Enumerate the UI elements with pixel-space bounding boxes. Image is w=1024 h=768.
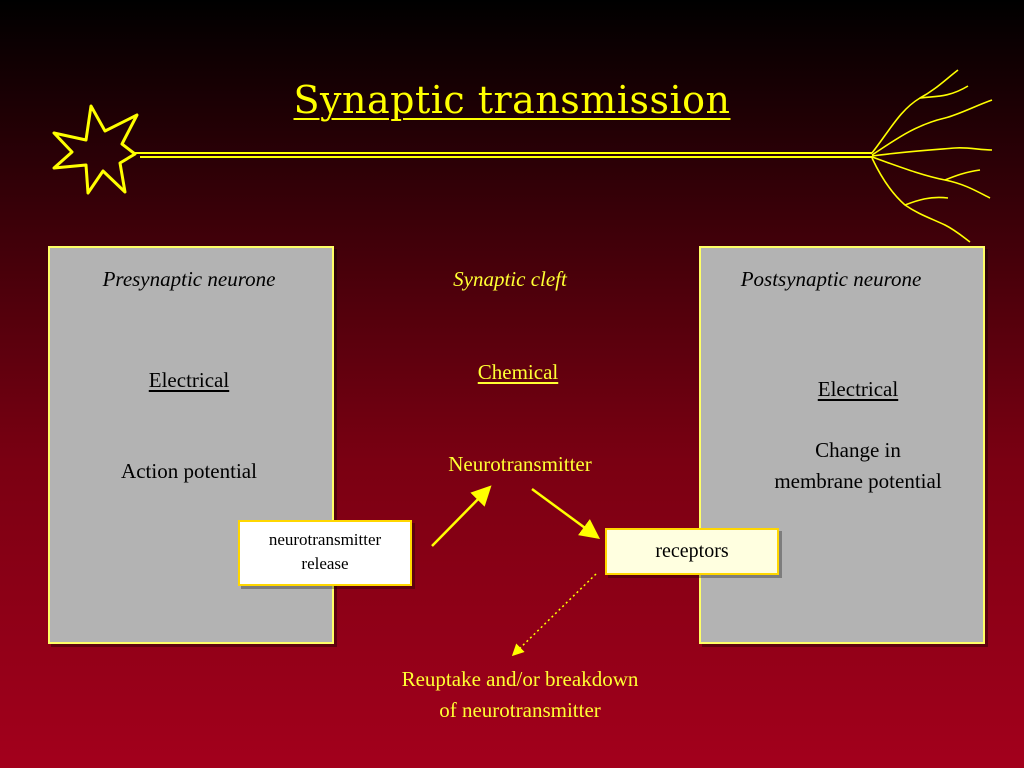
axon-terminal-icon [871,69,993,243]
arrow-release-to-neurotransmitter [431,485,492,547]
cleft-type: Chemical [477,360,559,384]
reuptake-line2: of neurotransmitter [439,698,601,722]
release-line2: release [301,554,349,573]
postsynaptic-effect-line1: Change in [815,438,901,462]
release-line1: neurotransmitter [268,530,382,549]
reuptake-line1: Reuptake and/or breakdown [401,667,639,691]
page-title: Synaptic transmission [293,78,731,122]
cleft-messenger: Neurotransmitter [448,452,592,476]
receptors-label: receptors [655,540,729,562]
postsynaptic-effect-line2: membrane potential [774,469,942,493]
arrow-neurotransmitter-to-receptors [531,487,601,539]
presynaptic-signal: Action potential [121,459,257,483]
receptors-box: receptors [605,528,779,575]
postsynaptic-panel [699,246,985,644]
postsynaptic-type: Electrical [817,377,899,401]
presynaptic-heading: Presynaptic neurone [102,267,276,291]
postsynaptic-heading: Postsynaptic neurone [740,267,922,291]
neuron-soma-icon [52,104,139,195]
presynaptic-type: Electrical [148,368,230,392]
arrow-reuptake-dotted [511,573,597,657]
cleft-heading: Synaptic cleft [453,267,567,291]
neurotransmitter-release-box: neurotransmitter release [238,520,412,586]
